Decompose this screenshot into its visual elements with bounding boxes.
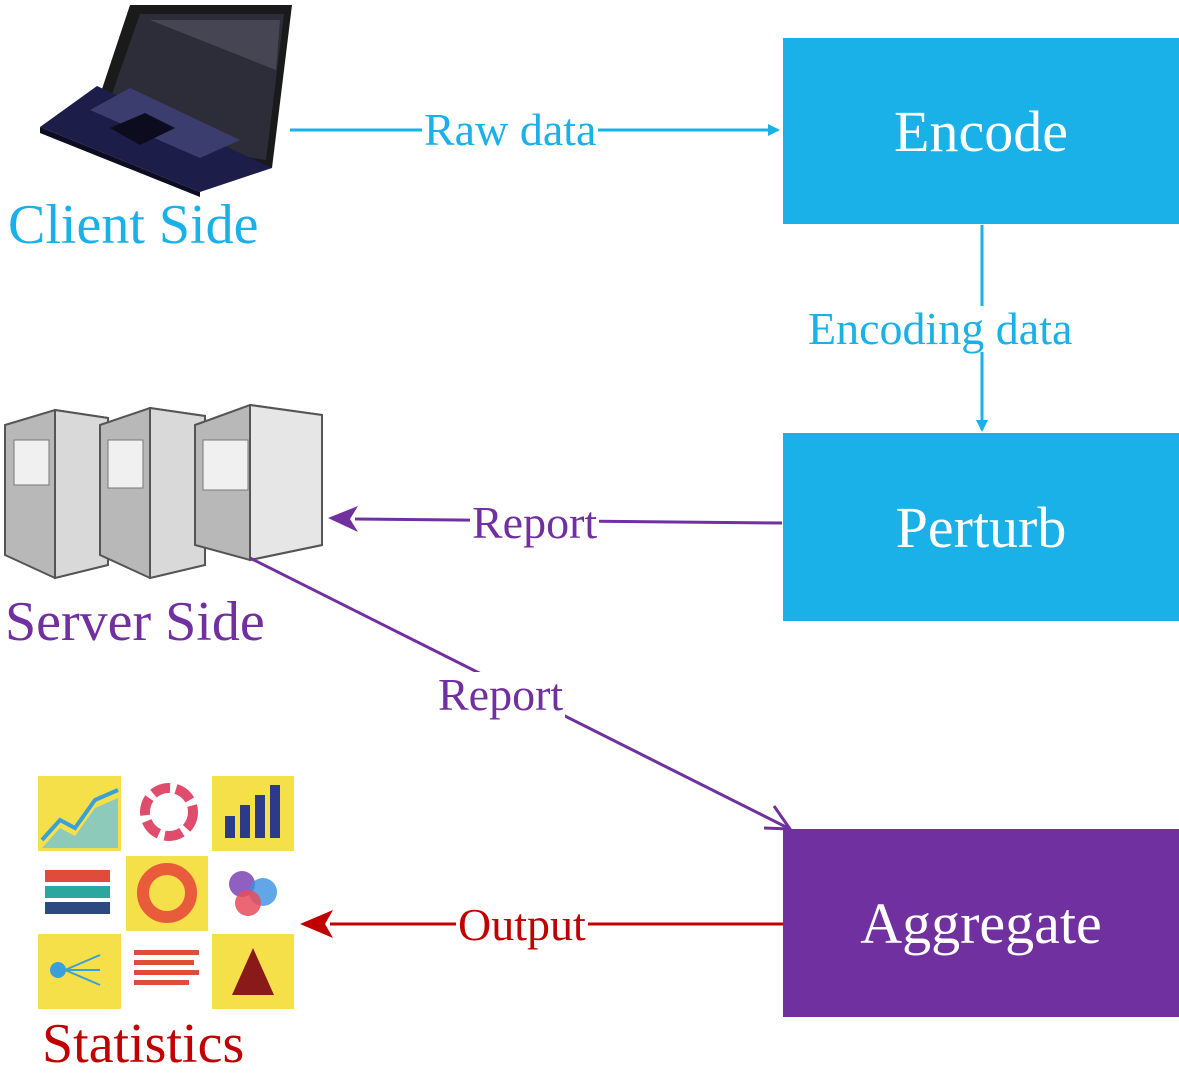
output-label: Output — [456, 899, 588, 950]
statistics-icon-grid — [38, 776, 294, 1009]
encode-box: Encode — [783, 38, 1179, 224]
server-rack-icon — [4, 403, 323, 580]
aggregate-label: Aggregate — [860, 890, 1102, 956]
statistics-label: Statistics — [42, 1013, 245, 1075]
encoding-data-label: Encoding data — [806, 303, 1075, 354]
laptop-icon — [40, 5, 292, 197]
encode-label: Encode — [894, 98, 1068, 164]
report-to-server-label: Report — [470, 497, 600, 548]
client-side-label: Client Side — [8, 194, 259, 256]
perturb-label: Perturb — [895, 494, 1067, 560]
report-to-aggregate-label: Report — [436, 669, 566, 720]
aggregate-box: Aggregate — [783, 829, 1179, 1017]
raw-data-label: Raw data — [422, 104, 599, 155]
perturb-box: Perturb — [783, 433, 1179, 621]
server-side-label: Server Side — [5, 591, 265, 653]
